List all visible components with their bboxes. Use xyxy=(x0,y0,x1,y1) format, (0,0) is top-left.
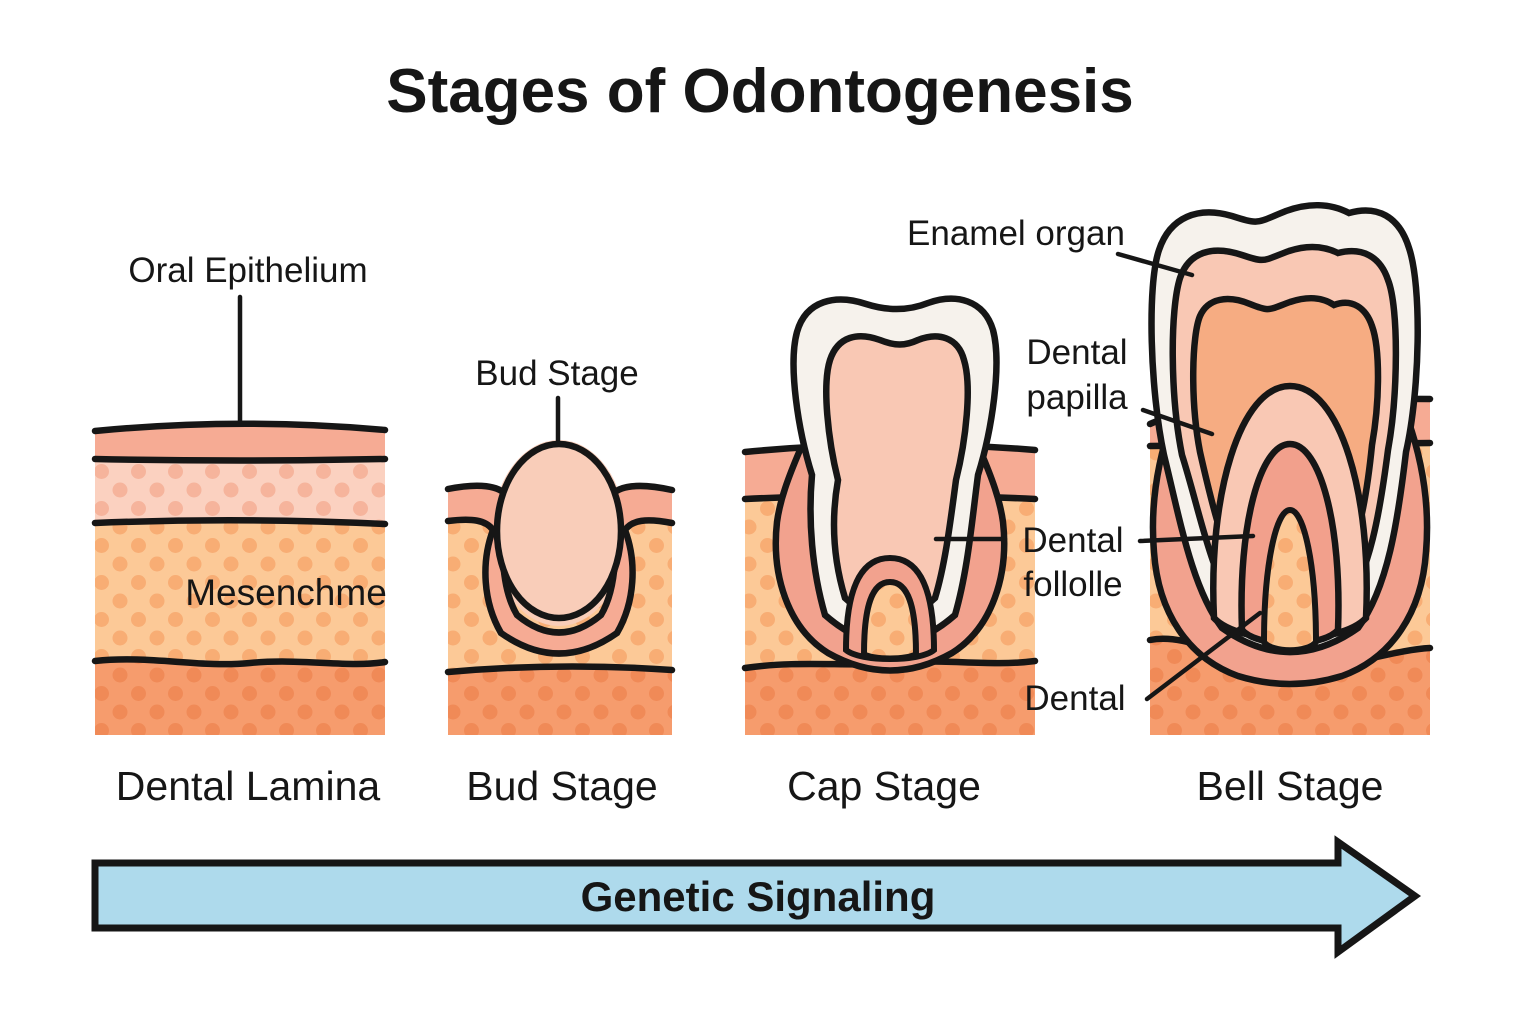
mesenchyme-label: Mesenchme xyxy=(185,572,387,613)
dental-papilla-label-line1: Dental xyxy=(1026,333,1127,372)
annotations: Oral Epithelium Bud Stage Enamel organ D… xyxy=(128,214,1263,718)
deep-mesenchyme-layer xyxy=(95,659,385,735)
bud-stage-pointer-label: Bud Stage xyxy=(475,354,638,393)
dental-label: Dental xyxy=(1024,679,1125,718)
caption-bud-stage: Bud Stage xyxy=(466,763,658,809)
enamel-organ-leader xyxy=(1115,251,1195,278)
genetic-signaling-arrow: Genetic Signaling xyxy=(91,835,1422,959)
stage-panel-bud-stage xyxy=(444,440,676,735)
page-title: Stages of Odontogenesis xyxy=(386,57,1134,126)
dental-papilla-label-line2: papilla xyxy=(1026,378,1128,417)
genetic-signaling-label: Genetic Signaling xyxy=(581,873,936,920)
deep-mesenchyme-layer xyxy=(745,661,1035,735)
deep-mesenchyme-layer xyxy=(448,666,672,735)
dental-follicle-label-line2: follolle xyxy=(1023,565,1122,604)
caption-dental-lamina: Dental Lamina xyxy=(116,763,381,809)
stage-panel-cap-stage xyxy=(741,295,1039,735)
stage-panel-bell-stage xyxy=(1146,202,1434,735)
dental-follicle-label-line1: Dental xyxy=(1022,521,1123,560)
dental-lamina-layer xyxy=(95,459,385,524)
dental-papilla-leader xyxy=(1140,407,1215,437)
caption-bell-stage: Bell Stage xyxy=(1197,763,1384,809)
arrow-shape xyxy=(91,835,1422,959)
oral-epithelium-layer xyxy=(95,423,385,461)
root-canal-arch xyxy=(1260,506,1320,654)
stage-captions: Dental Lamina Bud Stage Cap Stage Bell S… xyxy=(116,763,1384,809)
oral-epithelium-label: Oral Epithelium xyxy=(128,251,367,290)
stage-panel-dental-lamina: Mesenchme xyxy=(91,420,389,735)
dental-follicle-leader-right xyxy=(1137,533,1256,544)
mesenchyme-layer xyxy=(95,520,385,665)
enamel-organ-label: Enamel organ xyxy=(907,214,1125,253)
caption-cap-stage: Cap Stage xyxy=(787,763,981,809)
dental-leader xyxy=(1144,610,1263,702)
root-canal-arch xyxy=(860,578,920,662)
tooth-bud xyxy=(493,440,625,622)
